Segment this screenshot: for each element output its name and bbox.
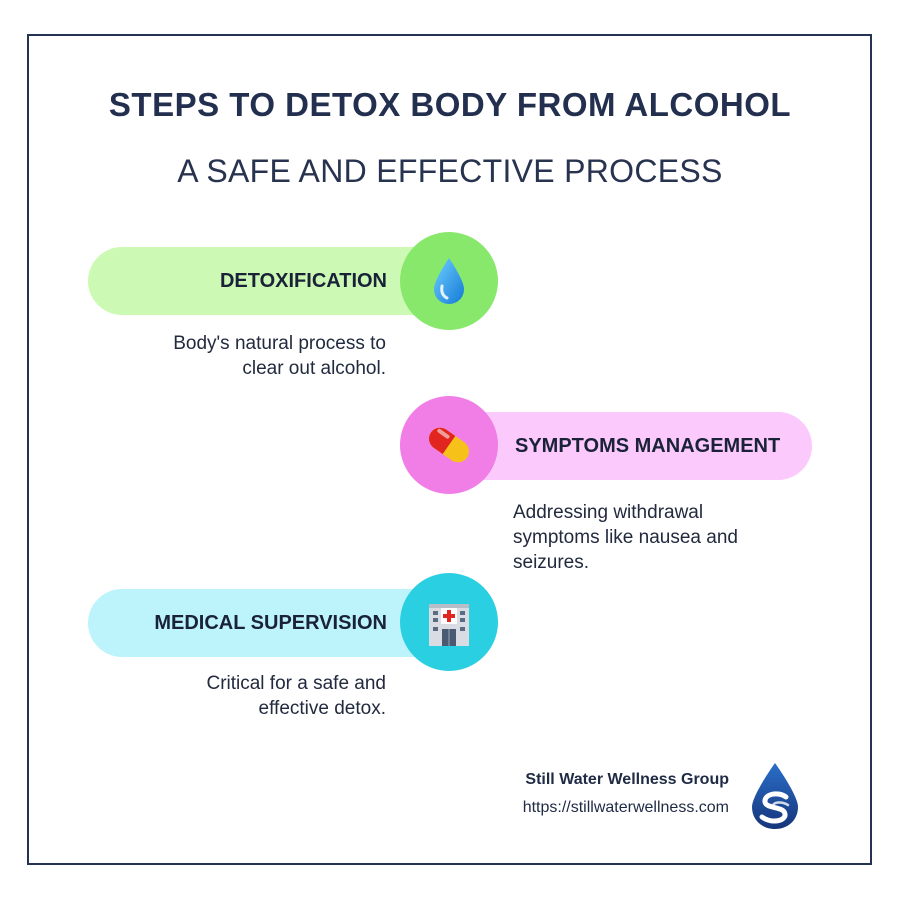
water-drop-icon — [434, 258, 464, 304]
pill-capsule-icon — [428, 427, 470, 463]
brand-url[interactable]: https://stillwaterwellness.com — [522, 799, 729, 816]
page-subtitle: A SAFE AND EFFECTIVE PROCESS — [177, 153, 723, 189]
step-detoxification-description: Body's natural process to clear out alco… — [173, 333, 386, 379]
step-symptoms-management-icon-circle — [400, 396, 498, 494]
step-detoxification-icon-circle — [400, 232, 498, 330]
water-drop-logo-icon — [752, 763, 798, 829]
step-detoxification-label: DETOXIFICATION — [219, 269, 387, 292]
hospital-icon — [429, 604, 469, 646]
step-symptoms-management-description: Addressing withdrawal symptoms like naus… — [513, 502, 738, 573]
page-title: STEPS TO DETOX BODY FROM ALCOHOL — [108, 86, 792, 123]
step-symptoms-management-label: SYMPTOMS MANAGEMENT — [515, 434, 781, 457]
step-medical-supervision-label: MEDICAL SUPERVISION — [154, 611, 387, 634]
step-medical-supervision-icon-circle — [400, 573, 498, 671]
step-medical-supervision-description: Critical for a safe and effective detox. — [206, 673, 386, 719]
brand-name: Still Water Wellness Group — [525, 771, 729, 788]
